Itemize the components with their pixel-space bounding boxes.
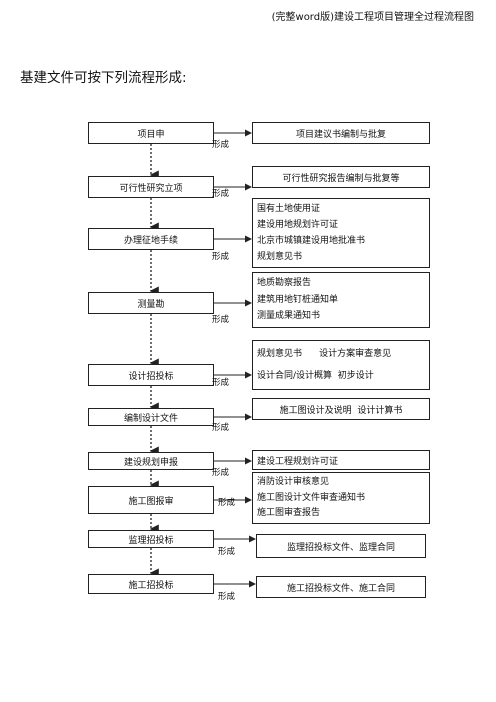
result-item: 地质勘察报告 [257,278,312,289]
document-header: (完整word版)建设工程项目管理全过程流程图 [271,12,474,23]
result-item: 可行性研究报告编制与批复等 [282,173,400,184]
step-box: 测量勘 [88,292,214,314]
connector-label: 形成 [212,468,230,478]
connector-label: 形成 [212,189,230,199]
step-box: 编制设计文件 [88,408,214,426]
connector-label: 形成 [218,547,236,557]
connector-label: 形成 [212,252,230,262]
connector-label: 形成 [212,315,230,325]
step-box: 建设规划申报 [88,452,214,470]
result-box: 施工招投标文件、施工合同 [256,576,426,598]
result-item: 监理招投标文件、监理合同 [286,542,395,553]
step-label: 项目申 [137,129,165,140]
step-label: 监理招投标 [128,535,174,546]
result-item: 消防设计审核意见 [257,477,330,488]
connector-label: 形成 [212,140,230,150]
result-item: 建设用地规划许可证 [257,219,339,230]
step-box: 施工招投标 [88,574,214,594]
result-item: 国有土地使用证 [257,203,321,214]
result-box: 消防设计审核意见 施工图设计文件审查通知书 施工图审查报告 [252,472,430,524]
step-label: 办理征地手续 [123,235,178,246]
result-box: 规划意见书 设计方案审查意见 设计合同/设计概算 初步设计 [252,340,430,390]
result-item: 建筑用地钉桩通知单 [257,294,339,305]
result-box: 地质勘察报告 建筑用地钉桩通知单 测量成果通知书 [252,272,430,328]
step-label: 施工招投标 [128,580,174,591]
step-label: 设计招投标 [128,371,174,382]
result-item: 测量成果通知书 [257,311,321,322]
step-box: 可行性研究立项 [88,176,214,198]
result-box: 建设工程规划许可证 [252,450,430,470]
result-item: 施工图审查报告 [257,508,321,519]
result-box: 国有土地使用证 建设用地规划许可证 北京市城镇建设用地批准书 规划意见书 [252,198,430,268]
result-box: 施工图设计及说明 设计计算书 [252,398,430,420]
result-item: 施工图设计及说明 设计计算书 [279,405,403,416]
result-box: 可行性研究报告编制与批复等 [252,166,430,188]
result-item: 项目建议书编制与批复 [295,129,386,140]
step-label: 施工图报审 [128,496,174,507]
step-box: 设计招投标 [88,364,214,386]
step-label: 测量勘 [137,299,165,310]
result-item: 设计合同/设计概算 初步设计 [257,370,374,381]
step-box: 施工图报审 [88,486,214,514]
result-item: 规划意见书 [257,251,303,262]
page-heading: 基建文件可按下列流程形成: [20,70,187,86]
result-item: 北京市城镇建设用地批准书 [257,235,366,246]
step-label: 编制设计文件 [123,413,178,424]
result-item: 建设工程规划许可证 [257,456,339,467]
result-box: 项目建议书编制与批复 [252,122,430,144]
step-box: 办理征地手续 [88,228,214,250]
step-label: 建设规划申报 [123,457,178,468]
step-box: 项目申 [88,122,214,144]
connector-label: 形成 [218,498,236,508]
connector-label: 形成 [218,592,236,602]
connector-label: 形成 [212,423,230,433]
result-item: 施工图设计文件审查通知书 [257,492,366,503]
step-box: 监理招投标 [88,530,214,548]
result-item: 规划意见书 设计方案审查意见 [257,348,392,359]
result-box: 监理招投标文件、监理合同 [256,534,426,558]
step-label: 可行性研究立项 [119,183,183,194]
connector-label: 形成 [212,378,230,388]
result-item: 施工招投标文件、施工合同 [286,583,395,594]
